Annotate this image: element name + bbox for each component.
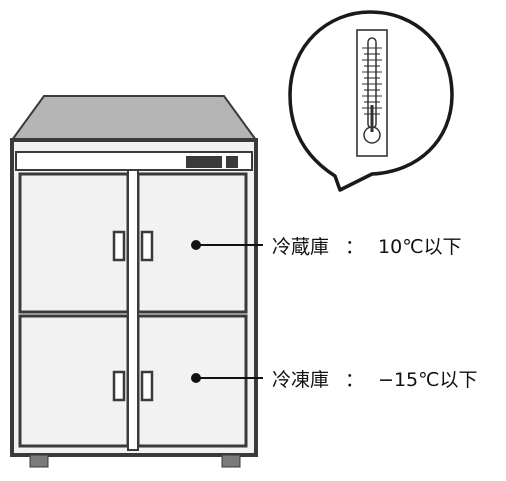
refrigerator-label: 冷蔵庫 ： 10℃以下 bbox=[272, 232, 462, 259]
door-bottom-left bbox=[18, 314, 130, 448]
control-button bbox=[226, 156, 238, 168]
door-top-left bbox=[18, 172, 130, 314]
handle-bottom-left bbox=[112, 370, 126, 402]
refrigerator-separator: ： bbox=[345, 236, 365, 258]
cabinet-top bbox=[10, 95, 258, 141]
foot-right bbox=[221, 454, 241, 468]
refrigerator-temperature: 10℃以下 bbox=[378, 236, 462, 258]
thermometer-icon bbox=[356, 29, 388, 157]
freezer-label: 冷凍庫 ： −15℃以下 bbox=[272, 365, 477, 392]
display-panel bbox=[186, 156, 222, 168]
freezer-name: 冷凍庫 bbox=[272, 369, 330, 391]
refrigerator-name: 冷蔵庫 bbox=[272, 236, 330, 258]
freezer-temperature: −15℃以下 bbox=[378, 369, 478, 391]
callout-refrigerator bbox=[191, 240, 263, 250]
handle-bottom-right bbox=[140, 370, 154, 402]
freezer-separator: ： bbox=[345, 369, 365, 391]
callout-freezer bbox=[191, 373, 263, 383]
handle-top-left bbox=[112, 230, 126, 262]
handle-top-right bbox=[140, 230, 154, 262]
center-pillar bbox=[127, 169, 139, 451]
foot-left bbox=[29, 454, 49, 468]
cabinet bbox=[10, 95, 258, 468]
